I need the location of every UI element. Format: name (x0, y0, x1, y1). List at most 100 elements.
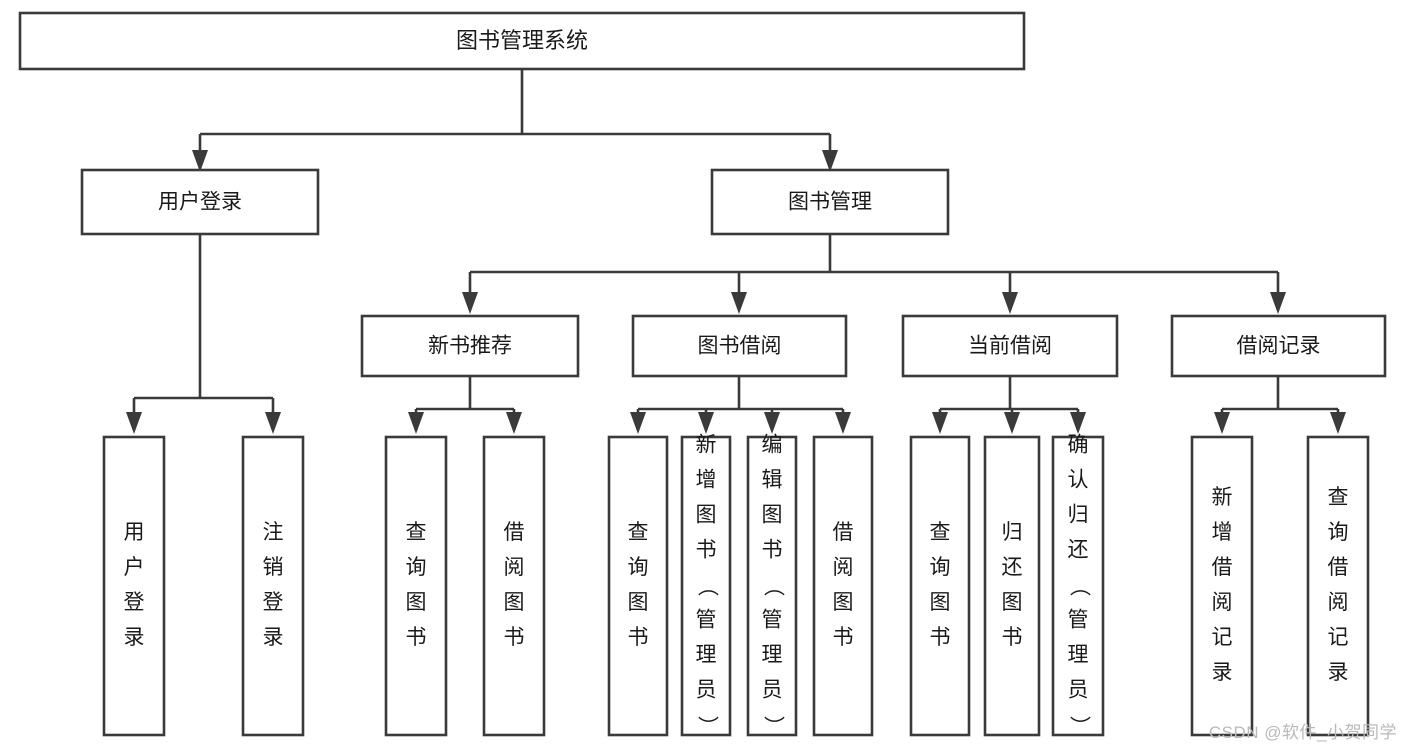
leaf-label-char: 还 (1002, 556, 1023, 579)
node-book-borrow-label: 图书借阅 (698, 335, 782, 358)
node-book-manage[interactable]: 图书管理 (710, 168, 950, 236)
leaf-label-char: 书 (504, 626, 525, 649)
node-current-borrow-box[interactable] (901, 314, 1119, 378)
node-new-book-box[interactable] (360, 314, 580, 378)
leaf-label-char: 记 (1328, 626, 1349, 649)
leaf-label-char: 管 (762, 609, 783, 632)
node-borrow-record-box[interactable] (1170, 314, 1387, 378)
leaf-label-char: 书 (762, 539, 783, 562)
node-book-borrow-box[interactable] (631, 314, 848, 378)
node-user-login-box[interactable] (80, 168, 320, 236)
leaf-user-logout-box[interactable] (241, 435, 305, 737)
leaf-label-char: 图 (762, 504, 783, 527)
node-current-borrow-label: 当前借阅 (968, 335, 1052, 358)
leaf-label-char: 户 (124, 556, 145, 579)
arrowhead-to-leaf-borrow-edit (764, 412, 780, 434)
leaf-borrow-borrow-book-box[interactable] (812, 435, 874, 737)
node-current-borrow[interactable]: 当前借阅 (901, 314, 1119, 378)
leaf-label-char: 新 (1212, 486, 1233, 509)
leaf-label-char: 记 (1212, 626, 1233, 649)
leaf-borrow-edit-book-box[interactable] (746, 435, 798, 737)
leaf-label-char: 借 (1328, 556, 1349, 579)
leaf-label-char: 阅 (1212, 591, 1233, 614)
node-borrow-record-label: 借阅记录 (1237, 335, 1321, 358)
leaf-label-char: （ (695, 576, 718, 597)
leaf-label-char: 书 (833, 626, 854, 649)
node-borrow-record[interactable]: 借阅记录 (1170, 314, 1387, 378)
leaf-label-char: 书 (406, 626, 427, 649)
arrowhead-to-leaf-current-return (1004, 412, 1020, 434)
leaf-label-char: 新 (696, 434, 717, 457)
leaf-label-char: 增 (696, 469, 717, 492)
leaf-borrow-query-book-box[interactable] (607, 435, 669, 737)
arrowhead-to-borrow-record (1270, 292, 1286, 314)
leaf-current-return-book-box[interactable] (983, 435, 1041, 737)
leaf-label-char: 录 (1328, 661, 1349, 684)
leaf-new-borrow-book-box[interactable] (482, 435, 546, 737)
connector-root-trunk (198, 69, 832, 158)
leaf-current-confirm-return-box[interactable] (1051, 435, 1105, 737)
leaf-label-char: 图 (696, 504, 717, 527)
arrowhead-to-leaf-new-borrow (506, 412, 522, 434)
leaf-label-char: 阅 (504, 556, 525, 579)
arrowhead-to-book-manage (822, 150, 838, 172)
leaf-user-login-label: 用户登录 (124, 521, 145, 649)
leaf-label-char: 书 (930, 626, 951, 649)
connector-user-login-trunk (132, 234, 275, 415)
leaf-label-char: 借 (833, 521, 854, 544)
leaf-record-query-box[interactable] (1306, 435, 1370, 737)
node-book-manage-box[interactable] (710, 168, 950, 236)
leaf-label-char: 图 (406, 591, 427, 614)
node-root-box[interactable] (18, 11, 1026, 71)
leaf-borrow-add-book-box[interactable] (680, 435, 732, 737)
node-new-book[interactable]: 新书推荐 (360, 314, 580, 378)
leaf-user-login[interactable]: 用户登录 (102, 435, 166, 737)
connector-layer (126, 69, 1346, 434)
connector-new-book-trunk (414, 376, 516, 417)
node-new-book-label: 新书推荐 (428, 335, 512, 358)
connector-current-borrow-trunk (938, 376, 1080, 417)
leaf-label-char: 归 (1068, 504, 1089, 527)
leaf-label-char: 书 (696, 539, 717, 562)
leaf-label-char: 查 (628, 521, 649, 544)
leaf-new-query-book-box[interactable] (384, 435, 448, 737)
csdn-watermark: CSDN @软件_小贺同学 (1208, 723, 1397, 742)
leaf-label-char: 图 (504, 591, 525, 614)
node-user-login[interactable]: 用户登录 (80, 168, 320, 236)
leaf-label-char: 录 (263, 626, 284, 649)
leaf-label-char: 员 (762, 679, 783, 702)
node-root[interactable]: 图书管理系统 (18, 11, 1026, 71)
node-book-manage-label: 图书管理 (788, 191, 872, 214)
leaf-label-char: 查 (1328, 486, 1349, 509)
leaf-label-char: 书 (1002, 626, 1023, 649)
arrowhead-to-leaf-user-logout (265, 412, 281, 434)
leaf-label-char: 理 (762, 644, 783, 667)
connector-borrow-record-trunk (1220, 376, 1340, 417)
leaf-user-login-box[interactable] (102, 435, 166, 737)
leaf-current-query-book-box[interactable] (909, 435, 971, 737)
arrowhead-to-leaf-borrow-add (698, 412, 714, 434)
node-book-borrow[interactable]: 图书借阅 (631, 314, 848, 378)
leaf-label-char: 询 (930, 556, 951, 579)
leaf-label-char: 注 (263, 521, 284, 544)
leaf-record-add-box[interactable] (1190, 435, 1254, 737)
